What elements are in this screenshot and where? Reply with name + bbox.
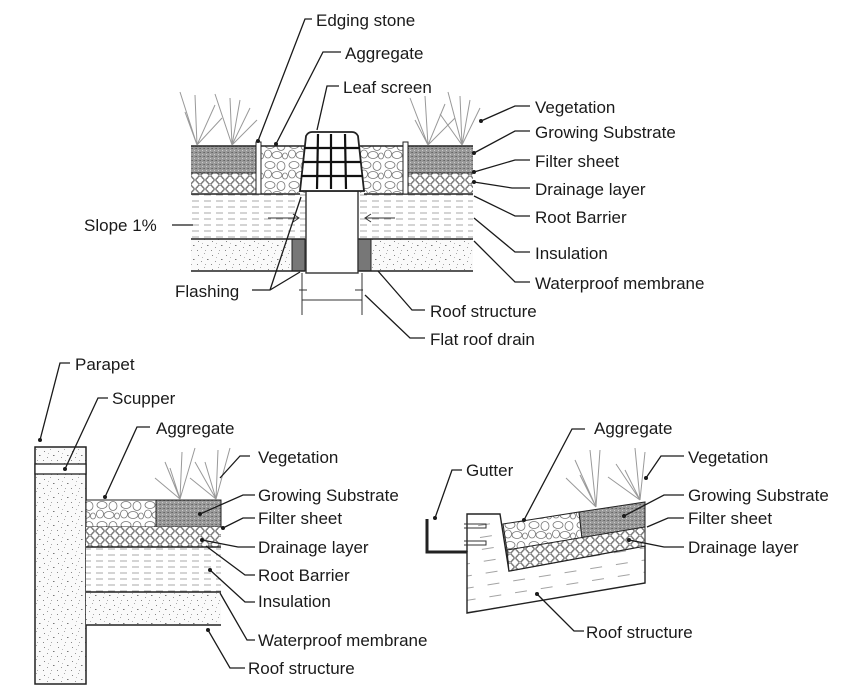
flat-roof-drain-detail <box>179 91 481 315</box>
label-waterproof-membrane: Waterproof membrane <box>535 274 704 293</box>
scupper <box>34 463 87 475</box>
parapet <box>34 446 87 685</box>
roof-structure-layer <box>86 592 221 625</box>
aggregate-layer <box>85 499 157 528</box>
label-filter-sheet: Filter sheet <box>688 509 772 528</box>
flashing-block <box>357 238 372 272</box>
label-slope: Slope 1% <box>84 216 157 235</box>
gutter-leader-lines <box>434 428 684 632</box>
label-flashing: Flashing <box>175 282 239 301</box>
drainage-layer <box>191 173 257 193</box>
insulation-layer <box>191 194 306 238</box>
label-gutter: Gutter <box>466 461 514 480</box>
label-vegetation: Vegetation <box>688 448 768 467</box>
label-root-barrier: Root Barrier <box>535 208 627 227</box>
label-drainage-layer: Drainage layer <box>688 538 799 557</box>
parapet-detail <box>34 446 231 685</box>
insulation-layer <box>358 194 473 238</box>
flashing-block <box>291 238 306 272</box>
label-filter-sheet: Filter sheet <box>535 152 619 171</box>
gutter <box>425 519 467 554</box>
label-drainage-layer: Drainage layer <box>258 538 369 557</box>
insulation-layer <box>86 547 221 592</box>
label-roof-structure: Roof structure <box>430 302 537 321</box>
label-growing-substrate: Growing Substrate <box>258 486 399 505</box>
edging-stone <box>255 141 262 195</box>
growing-substrate-layer <box>191 146 257 173</box>
roof-structure-layer <box>372 239 473 271</box>
vegetation-grass <box>179 91 481 146</box>
label-growing-substrate: Growing Substrate <box>688 486 829 505</box>
label-roof-structure: Roof structure <box>248 659 355 678</box>
label-growing-substrate: Growing Substrate <box>535 123 676 142</box>
parapet-leader-lines <box>39 362 255 669</box>
gutter-detail <box>425 447 646 614</box>
label-scupper: Scupper <box>112 389 176 408</box>
label-parapet: Parapet <box>75 355 135 374</box>
label-aggregate: Aggregate <box>156 419 234 438</box>
parapet-leader-dots <box>38 438 225 632</box>
label-aggregate: Aggregate <box>345 44 423 63</box>
label-waterproof-membrane: Waterproof membrane <box>258 631 427 650</box>
top-leader-dots <box>256 119 483 184</box>
drainage-layer <box>407 173 473 193</box>
gutter-leader-dots <box>433 476 648 596</box>
label-edging-stone: Edging stone <box>316 11 415 30</box>
top-leader-lines <box>172 18 530 339</box>
label-insulation: Insulation <box>258 592 331 611</box>
label-root-barrier: Root Barrier <box>258 566 350 585</box>
label-insulation: Insulation <box>535 244 608 263</box>
label-vegetation: Vegetation <box>258 448 338 467</box>
drain-pipe <box>305 190 359 274</box>
label-aggregate: Aggregate <box>594 419 672 438</box>
label-filter-sheet: Filter sheet <box>258 509 342 528</box>
drainage-layer <box>86 527 221 547</box>
label-vegetation: Vegetation <box>535 98 615 117</box>
label-leaf-screen: Leaf screen <box>343 78 432 97</box>
label-drainage-layer: Drainage layer <box>535 180 646 199</box>
growing-substrate-layer <box>407 146 473 173</box>
growing-substrate-layer <box>155 499 222 528</box>
edging-stone <box>402 141 409 195</box>
drainage-layer <box>506 526 646 572</box>
label-flat-roof-drain: Flat roof drain <box>430 330 535 349</box>
label-roof-structure: Roof structure <box>586 623 693 642</box>
roof-structure-layer <box>191 239 291 271</box>
